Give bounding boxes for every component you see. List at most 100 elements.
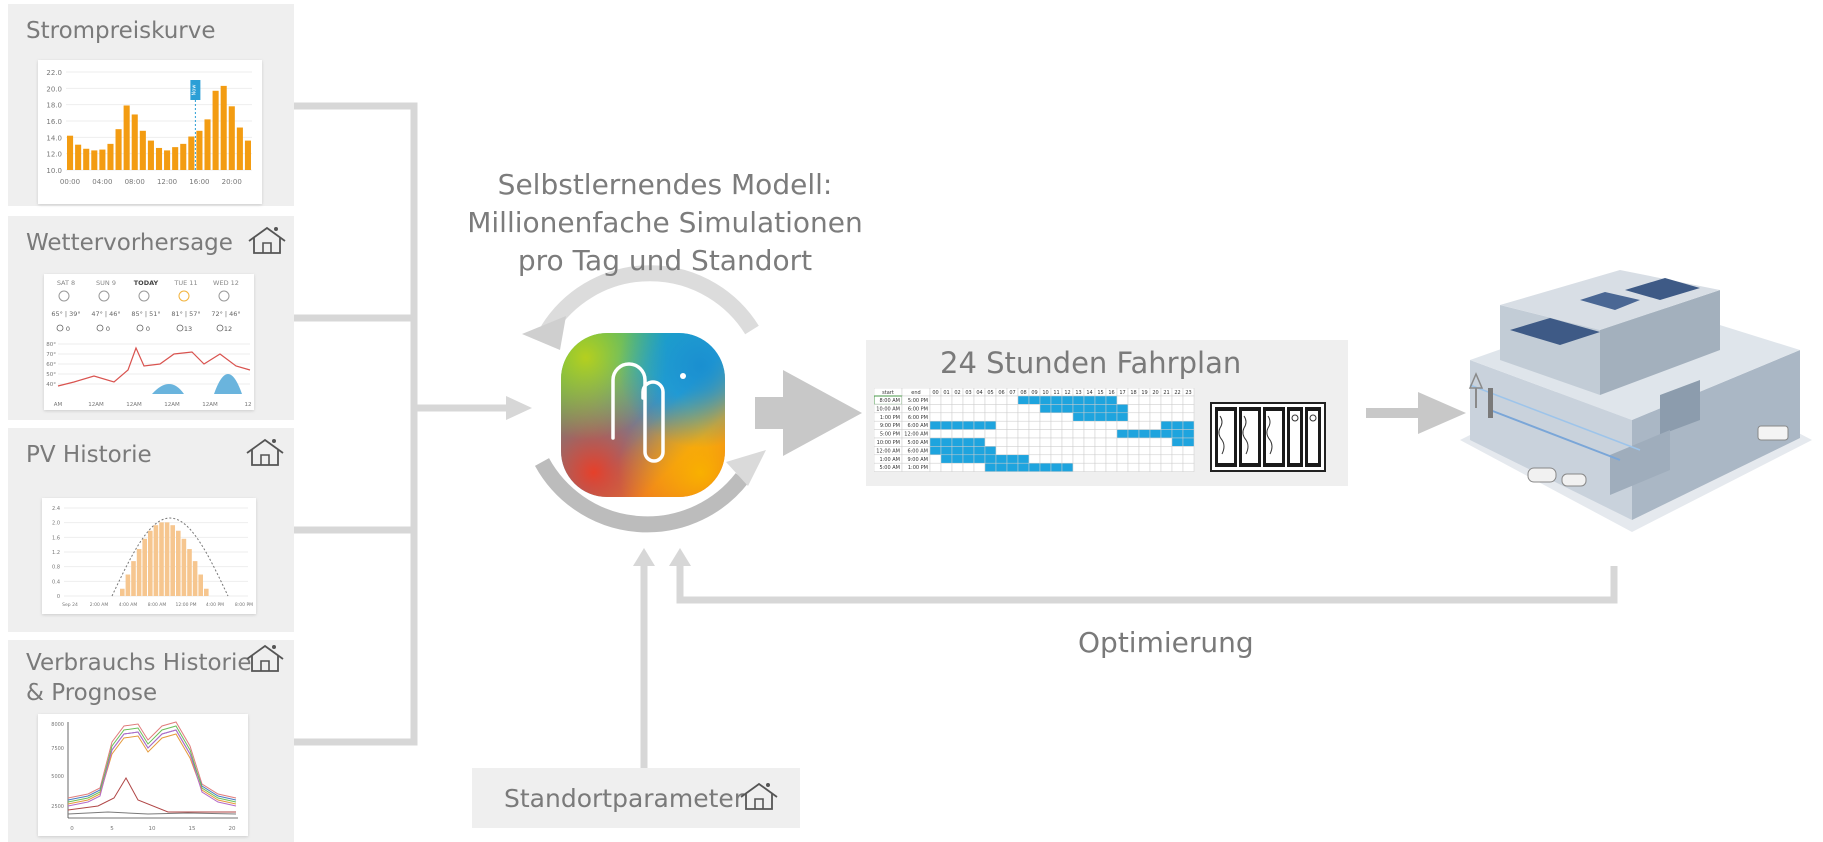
header-label: 04: [976, 390, 982, 396]
hour-cell: [995, 395, 1008, 405]
hour-cell: [1138, 437, 1151, 447]
hour-cell: [995, 462, 1008, 472]
optimization-label: Optimierung: [1078, 626, 1254, 659]
header-label: 15: [1097, 390, 1103, 396]
hour-cell: [984, 420, 997, 430]
pv-bar: [136, 549, 142, 596]
hour-cell: [1160, 420, 1173, 430]
hour-cell: [1127, 420, 1140, 430]
y-tick-label: 12.0: [46, 151, 62, 159]
model-description: Selbstlernendes Modell: Millionenfache S…: [440, 166, 890, 280]
hour-cell: [951, 462, 964, 472]
hour-cell: [962, 437, 975, 447]
hour-cell: [984, 446, 997, 456]
hour-cell: [1171, 429, 1184, 439]
price-bar: [147, 140, 154, 170]
header-label: 12: [1064, 390, 1070, 396]
optimization-arrowhead: [669, 548, 691, 566]
hour-cell: [1171, 412, 1184, 422]
hour-cell: [1138, 446, 1151, 456]
hour-cell: [1127, 446, 1140, 456]
hour-cell: [1094, 395, 1107, 405]
hour-cell: [1149, 395, 1162, 405]
y-tick-label: 7500: [51, 746, 64, 752]
hour-cell: [1061, 437, 1074, 447]
y-tick-label: 0.4: [52, 579, 60, 585]
precip-icon: [176, 324, 184, 332]
hour-cell: [962, 446, 975, 456]
hour-cell: [962, 454, 975, 464]
header-label: 19: [1141, 390, 1147, 396]
hour-cell: [929, 437, 942, 447]
hour-cell: [1171, 420, 1184, 430]
price-bar: [91, 150, 98, 170]
hour-cell: [1171, 404, 1184, 414]
hour-cell: [1039, 437, 1052, 447]
weather-icon: [98, 290, 110, 302]
precip-area: [152, 384, 184, 394]
price-bar: [164, 150, 171, 170]
y-tick-label: 2.4: [52, 506, 60, 512]
hour-cell: [995, 404, 1008, 414]
hour-cell: [1006, 429, 1019, 439]
header-label: 23: [1185, 390, 1191, 396]
to-schedule-arrow: [755, 370, 862, 456]
price-bar: [244, 140, 251, 170]
house-icon: [248, 226, 286, 254]
hour-cell: [1083, 462, 1096, 472]
pv-bar: [192, 561, 198, 596]
hour-cell: [940, 429, 953, 439]
y-tick-label: 22.0: [46, 69, 62, 77]
x-tick-label: AM: [54, 402, 63, 408]
hour-cell: [929, 395, 942, 405]
consumption-series-line: [67, 725, 237, 803]
hour-cell: [1094, 420, 1107, 430]
hour-cell: [940, 454, 953, 464]
x-tick-label: 2:00 AM: [90, 602, 109, 608]
hour-cell: [995, 429, 1008, 439]
weather-icon: [58, 290, 70, 302]
x-tick-label: 10: [149, 826, 156, 832]
end-time: 5:00 PM: [908, 398, 928, 404]
hour-cell: [1028, 412, 1041, 422]
hour-cell: [951, 404, 964, 414]
price-bar: [180, 143, 187, 170]
house-icon: [246, 644, 284, 672]
hour-cell: [1182, 454, 1195, 464]
hour-cell: [1094, 462, 1107, 472]
hour-cell: [1039, 454, 1052, 464]
hour-cell: [929, 412, 942, 422]
hour-cell: [1028, 454, 1041, 464]
hour-cell: [1160, 429, 1173, 439]
precip-icon: [216, 324, 224, 332]
hour-cell: [1017, 412, 1030, 422]
weather-day: TODAY: [134, 279, 159, 287]
header-label: 07: [1009, 390, 1015, 396]
hour-cell: [1006, 462, 1019, 472]
weather-day: SUN 9: [96, 279, 116, 287]
price-bar: [204, 119, 211, 170]
hour-cell: [1182, 412, 1195, 422]
weather-precip: 12: [224, 325, 232, 333]
hour-cell: [1017, 446, 1030, 456]
hour-cell: [1061, 454, 1074, 464]
pv-bar: [164, 522, 170, 596]
hour-cell: [1050, 454, 1063, 464]
x-tick-label: 12:00: [157, 178, 177, 186]
pv-bar: [198, 574, 203, 596]
hour-cell: [973, 429, 986, 439]
consumption-series-line: [67, 733, 237, 805]
hour-cell: [1116, 454, 1129, 464]
x-tick-label: 12:00 PM: [176, 602, 197, 608]
pv-bar: [159, 522, 164, 596]
hour-cell: [1182, 420, 1195, 430]
price-bar: [123, 105, 130, 170]
weather-day: SAT 8: [57, 279, 75, 287]
hour-cell: [1160, 454, 1173, 464]
hour-cell: [1083, 429, 1096, 439]
hour-cell: [929, 404, 942, 414]
hour-cell: [1149, 404, 1162, 414]
price-bar: [228, 106, 235, 170]
